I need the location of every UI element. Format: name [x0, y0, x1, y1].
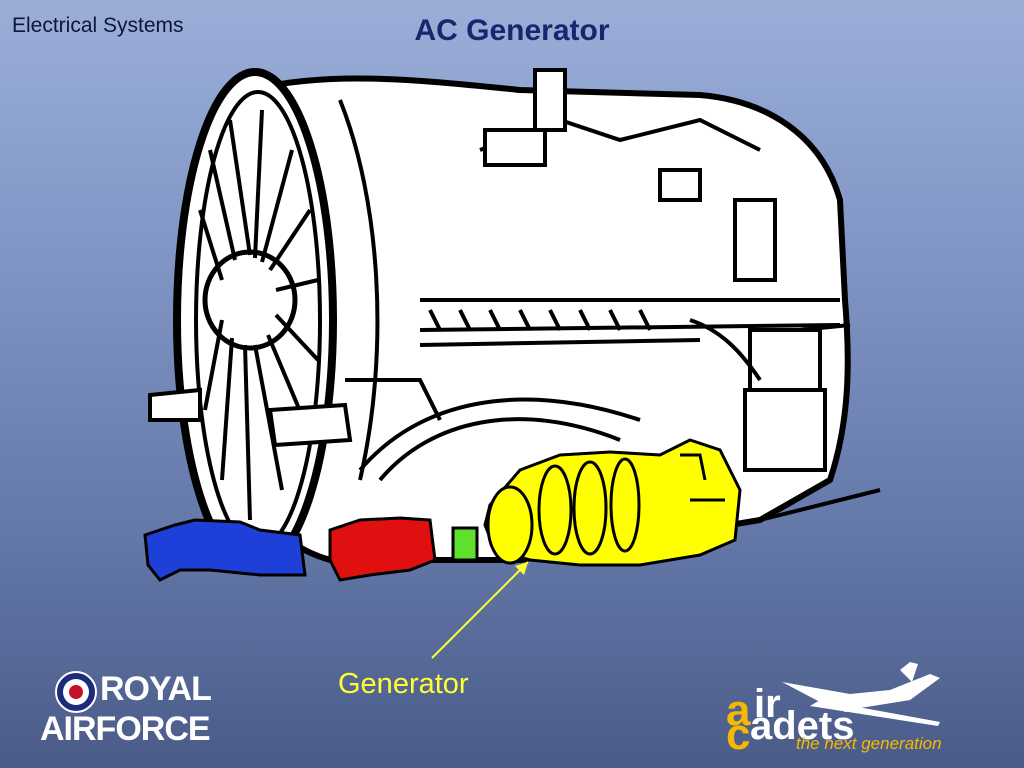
slide-title: AC Generator [414, 14, 610, 47]
casing-details [148, 68, 881, 522]
blue-component [143, 518, 307, 582]
cadets-tagline: the next generation [796, 734, 942, 753]
green-component [451, 526, 479, 562]
raf-logo-line2: AIRFORCE [40, 710, 211, 748]
glider-icon [782, 662, 940, 726]
generator-callout-label: Generator [338, 668, 469, 700]
raf-logo: ROYAL AIRFORCE [40, 668, 220, 748]
cadets-letter-c: c [726, 710, 751, 759]
generator-component [483, 438, 742, 567]
section-label: Electrical Systems [12, 14, 184, 37]
raf-roundel-icon [55, 671, 97, 713]
cadets-letter-a: a [726, 686, 751, 735]
generator-callout-line [431, 561, 529, 659]
cadets-letters-ir: ir [754, 682, 781, 726]
generator-callout-arrowhead [515, 562, 528, 575]
red-component [328, 516, 437, 582]
intake-fan [173, 68, 337, 572]
air-cadets-logo: a ir c adets the next generation [724, 660, 1014, 760]
raf-logo-line1: ROYAL [100, 670, 212, 708]
cadets-letters-adets: adets [750, 704, 855, 748]
